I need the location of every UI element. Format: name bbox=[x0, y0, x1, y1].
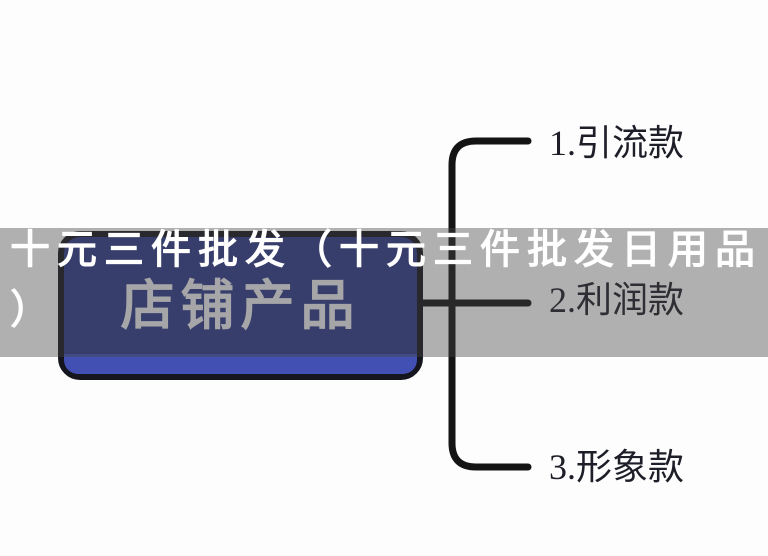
branch-label-2: 2.利润款 bbox=[549, 280, 685, 320]
branch-label-3: 3.形象款 bbox=[549, 447, 685, 487]
root-node: 店铺产品 bbox=[58, 231, 423, 380]
watermark-line-1: 十元三件批发（十元三件批发日用品 bbox=[10, 228, 762, 272]
watermark-caption: 十元三件批发（十元三件批发日用品 ） bbox=[0, 220, 768, 340]
root-node-label: 店铺产品 bbox=[120, 276, 361, 336]
branch-label-1: 1.引流款 bbox=[549, 123, 685, 163]
root-node-bottom-strip bbox=[64, 354, 417, 374]
watermark-line-2: ） bbox=[10, 288, 57, 332]
watermark-band bbox=[0, 228, 768, 357]
